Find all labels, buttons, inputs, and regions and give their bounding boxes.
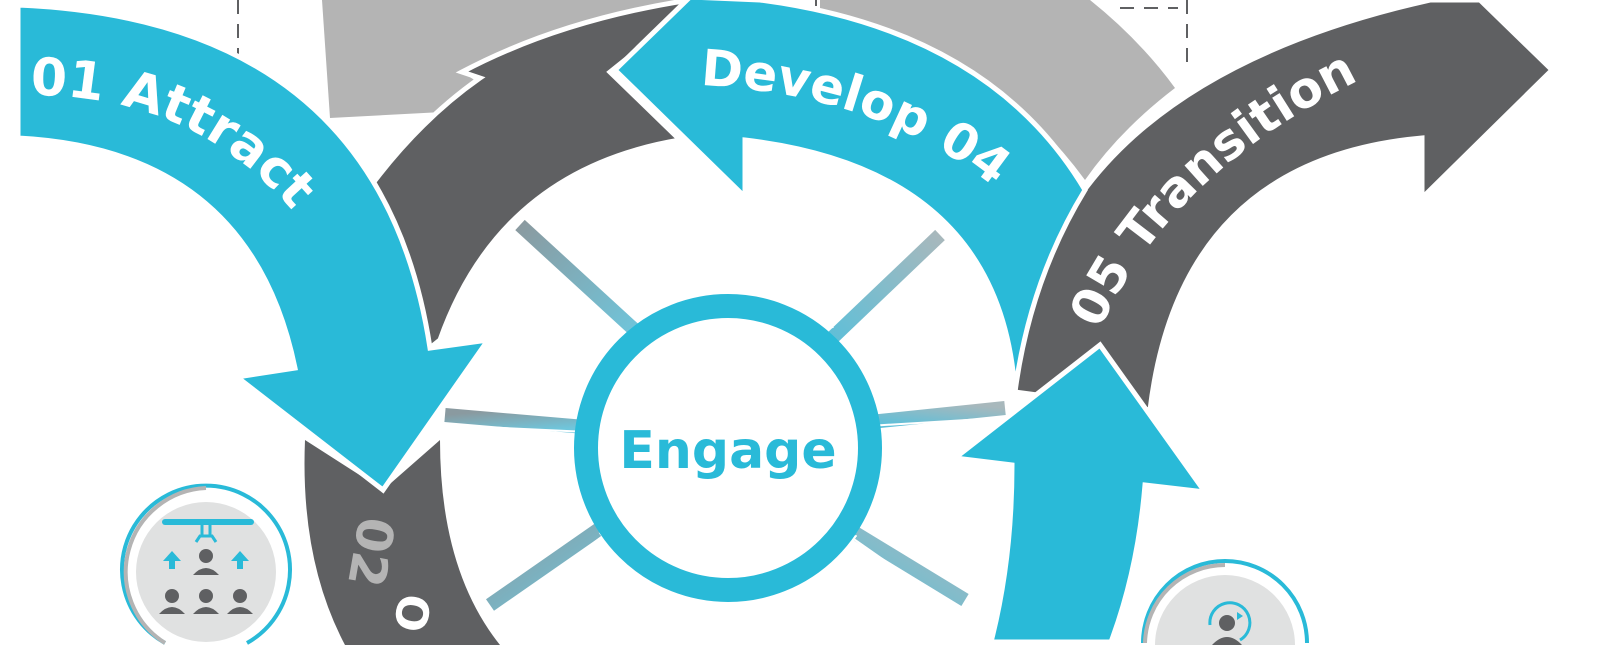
- stage-02-label: 02: [336, 513, 405, 592]
- arrow-in-bottom-left: [486, 519, 609, 611]
- stage-04-arc: [611, 0, 1088, 393]
- stage-01-arc: [15, 2, 494, 494]
- arrow-in-top-left: [515, 219, 645, 341]
- inward-arrows: [439, 219, 1006, 616]
- recruit-team-icon: [120, 483, 292, 645]
- arrow-in-right: [869, 401, 1006, 429]
- gray-band-left: [322, 0, 700, 118]
- arrow-in-left: [444, 408, 586, 434]
- arrow-in-top-right: [825, 229, 945, 346]
- cyan-arrow-bottom-right: [948, 341, 1211, 645]
- person-cycle-icon: [1141, 559, 1309, 645]
- stage-02-arc: [304, 440, 500, 645]
- engage-label: Engage: [619, 421, 836, 481]
- engage-circle: [574, 294, 882, 602]
- arrow-in-bottom-right: [846, 524, 969, 606]
- stage-02-partial-label: O: [383, 590, 440, 636]
- dashed-guides: [237, 0, 1188, 72]
